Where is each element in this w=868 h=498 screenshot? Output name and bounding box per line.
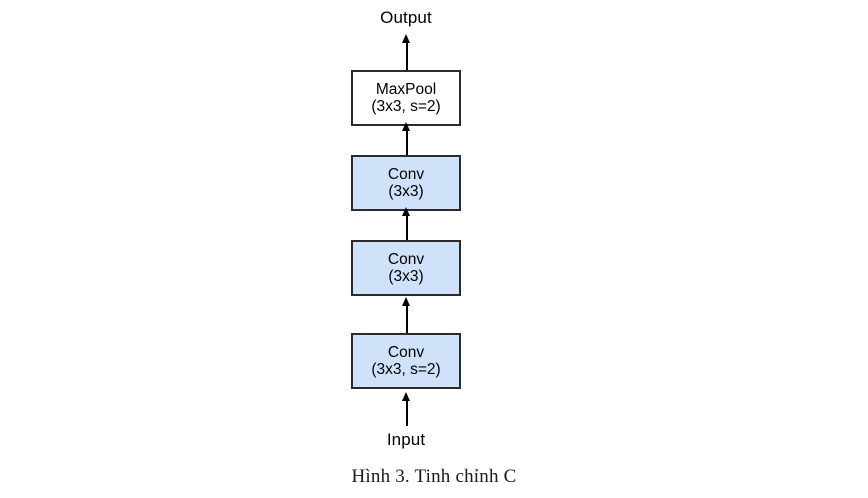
arrow-maxpool-to-output: [402, 34, 411, 70]
node-conv-3-line1: Conv: [387, 165, 425, 183]
figure-caption: Hình 3. Tinh chỉnh C: [351, 466, 517, 487]
node-conv-2-line1: Conv: [387, 250, 425, 268]
arrowhead-icon: [402, 392, 410, 401]
arrow-conv2-to-conv3: [402, 207, 411, 240]
arrow-conv1-to-conv2: [402, 297, 411, 333]
arrow-shaft: [406, 398, 408, 426]
arrow-conv3-to-maxpool: [402, 122, 411, 155]
node-conv-2-line2: (3x3): [388, 268, 424, 285]
node-conv-3[interactable]: Conv (3x3): [351, 155, 461, 211]
node-conv-2[interactable]: Conv (3x3): [351, 240, 461, 296]
network-architecture-diagram: Output MaxPool (3x3, s=2) Conv (3x3): [351, 8, 461, 449]
arrowhead-icon: [402, 207, 410, 216]
node-maxpool-line1: MaxPool: [375, 80, 437, 98]
input-label: Input: [386, 430, 426, 449]
node-conv-3-line2: (3x3): [388, 183, 424, 200]
arrow-shaft: [406, 213, 408, 240]
arrowhead-icon: [402, 122, 410, 131]
node-conv-1-line1: Conv: [387, 343, 425, 361]
arrow-shaft: [406, 128, 408, 155]
output-label: Output: [380, 8, 432, 27]
node-maxpool-line2: (3x3, s=2): [371, 98, 441, 115]
arrowhead-icon: [402, 297, 410, 306]
arrow-input-to-conv1: [402, 392, 411, 426]
node-conv-1[interactable]: Conv (3x3, s=2): [351, 333, 461, 389]
arrow-shaft: [406, 40, 408, 70]
arrowhead-icon: [402, 34, 410, 43]
node-conv-1-line2: (3x3, s=2): [371, 361, 441, 378]
node-maxpool[interactable]: MaxPool (3x3, s=2): [351, 70, 461, 126]
arrow-shaft: [406, 303, 408, 333]
